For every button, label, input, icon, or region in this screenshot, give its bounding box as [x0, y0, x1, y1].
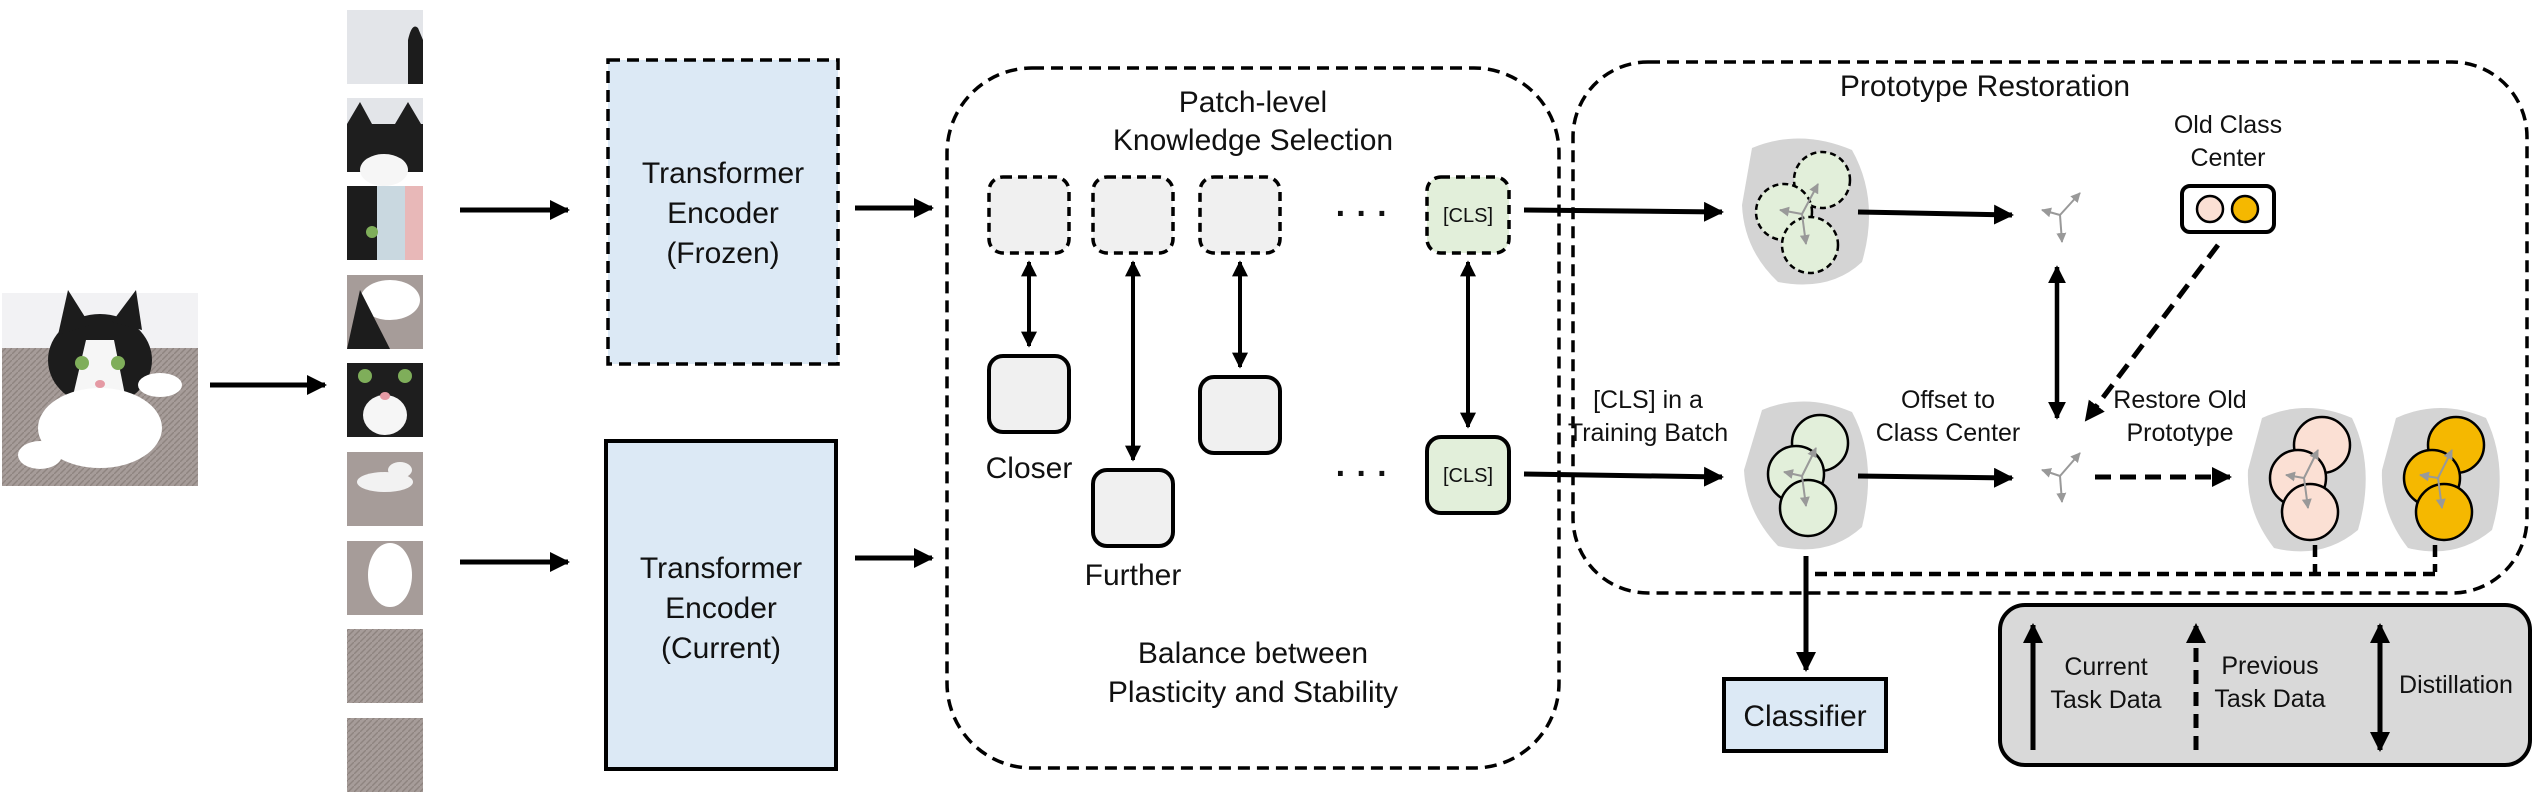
- prototype-restoration-panel: Prototype Restoration Old Class Center: [1523, 60, 2529, 595]
- balance-label-2: Plasticity and Stability: [1108, 676, 1398, 709]
- patch-selection-panel: Patch-level Knowledge Selection · · · [C…: [945, 66, 1561, 770]
- arrow-frozen-cluster-to-center: [1857, 204, 2014, 225]
- patch: [347, 98, 423, 186]
- offset-label-1: Offset to: [1901, 386, 1995, 414]
- balance-label-1: Balance between: [1138, 637, 1368, 670]
- frozen-token: [1091, 175, 1175, 255]
- prototype-restoration-title: Prototype Restoration: [1840, 70, 2130, 103]
- frozen-token: [987, 175, 1071, 255]
- current-encoder-line-2: Encoder: [665, 592, 777, 625]
- patch: [347, 363, 423, 437]
- patch: [347, 186, 423, 260]
- arrow-frozen-cls-to-cluster: [1523, 201, 1724, 222]
- offset-label-2: Class Center: [1876, 419, 2021, 447]
- patch: [347, 10, 423, 84]
- patch: [347, 541, 423, 615]
- frozen-encoder: Transformer Encoder (Frozen): [606, 58, 840, 366]
- restored-prototype-light: [2247, 408, 2366, 552]
- current-encoder: Transformer Encoder (Current): [604, 439, 838, 771]
- patch: [347, 275, 423, 349]
- legend-previous-label-2: Task Data: [2214, 685, 2325, 713]
- legend-current-label-1: Current: [2064, 653, 2147, 681]
- frozen-encoder-line-3: (Frozen): [666, 237, 779, 270]
- arrow-current-cls-to-cluster: [1523, 466, 1724, 487]
- legend-previous-label-1: Previous: [2221, 652, 2318, 680]
- previous-data-connector: [1806, 545, 2438, 577]
- patch: [347, 452, 423, 526]
- frozen-encoder-line-2: Encoder: [667, 197, 779, 230]
- frozen-cls-token: [1425, 175, 1511, 255]
- old-class-center-box: [2180, 184, 2276, 234]
- current-encoder-line-3: (Current): [661, 632, 781, 665]
- closer-label: Closer: [986, 452, 1073, 485]
- patch: [347, 718, 423, 792]
- patch-selection-title-1: Patch-level: [1179, 86, 1327, 119]
- current-cls-label: [CLS]: [1443, 465, 1493, 487]
- frozen-encoder-line-1: Transformer: [642, 157, 804, 190]
- patch: [347, 629, 423, 703]
- classifier-box: Classifier: [1722, 677, 1888, 753]
- frozen-feature-cluster: [1742, 138, 1870, 285]
- patch-column: [347, 10, 423, 792]
- old-class-center-label-1: Old Class: [2174, 111, 2282, 139]
- current-token-closer: [987, 354, 1071, 434]
- arrow-current-cluster-to-center: [1857, 467, 2014, 488]
- current-ellipsis: · · ·: [1336, 455, 1389, 493]
- legend: Current Task Data Previous Task Data Dis…: [1998, 603, 2532, 767]
- legend-distillation-label: Distillation: [2399, 671, 2513, 699]
- frozen-ellipsis: · · ·: [1336, 195, 1389, 233]
- cls-in-batch-label-1: [CLS] in a: [1593, 386, 1703, 414]
- further-label: Further: [1085, 559, 1182, 592]
- restore-label-2: Prototype: [2126, 419, 2233, 447]
- cls-in-batch-label-2: Training Batch: [1568, 419, 1728, 447]
- patch-selection-title-2: Knowledge Selection: [1113, 124, 1393, 157]
- old-class-center-label-2: Center: [2190, 144, 2265, 172]
- legend-current-label-2: Task Data: [2050, 686, 2161, 714]
- current-feature-cluster: [1744, 401, 1869, 550]
- current-token-further: [1091, 468, 1175, 548]
- input-cat-image: [2, 290, 198, 486]
- current-token: [1198, 375, 1282, 455]
- current-cls-token: [1425, 435, 1511, 515]
- classifier-label: Classifier: [1743, 700, 1866, 733]
- frozen-token: [1198, 175, 1282, 255]
- restore-label-1: Restore Old: [2113, 386, 2246, 414]
- current-center-glyph: [2041, 452, 2081, 503]
- restored-prototype-gold: [2381, 408, 2500, 552]
- frozen-center-glyph: [2041, 192, 2081, 243]
- frozen-cls-label: [CLS]: [1443, 205, 1493, 227]
- arrow-old-center-to-current: [2084, 243, 2220, 422]
- current-encoder-line-1: Transformer: [640, 552, 802, 585]
